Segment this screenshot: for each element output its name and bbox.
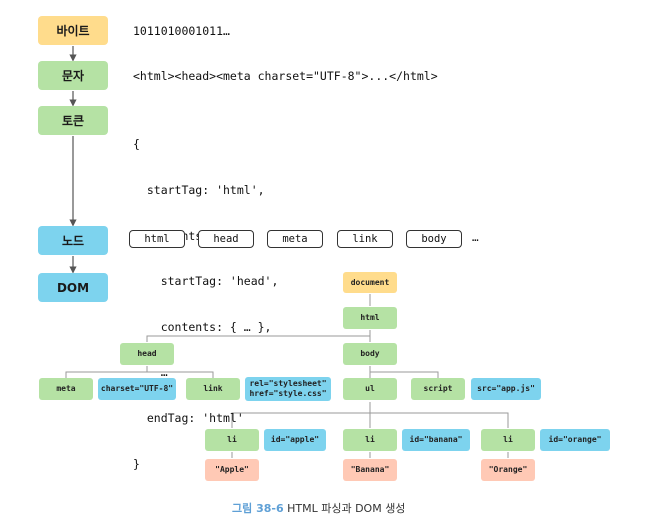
tree-node-body: body xyxy=(343,343,397,365)
tree-node-link: link xyxy=(186,378,240,400)
tree-node-meta: meta xyxy=(39,378,93,400)
figure-caption: 그림 38-6 HTML 파싱과 DOM 생성 xyxy=(232,500,405,516)
tree-attr-li-orange: id="orange" xyxy=(540,429,610,451)
token-line: contents: { … }, xyxy=(133,319,272,334)
node-ellipsis: … xyxy=(472,231,479,244)
tree-text-orange: "Orange" xyxy=(481,459,535,481)
token-line: { xyxy=(133,137,140,152)
token-line: } xyxy=(133,456,140,471)
node-pill-body: body xyxy=(406,230,462,248)
bytes-text: 1011010001011… xyxy=(133,24,230,38)
stage-bytes: 바이트 xyxy=(38,16,108,45)
stage-tokens: 토큰 xyxy=(38,106,108,135)
token-line: endTag: 'html' xyxy=(133,411,244,426)
characters-text: <html><head><meta charset="UTF-8">...</h… xyxy=(133,69,438,83)
node-pill-meta: meta xyxy=(267,230,323,248)
token-line: … xyxy=(133,365,168,380)
figure-title: HTML 파싱과 DOM 생성 xyxy=(287,502,406,515)
tree-node-document: document xyxy=(343,272,397,293)
tree-attr-link: rel="stylesheet" href="style.css" xyxy=(245,377,331,401)
tree-node-script: script xyxy=(411,378,465,400)
tree-node-ul: ul xyxy=(343,378,397,400)
tree-node-li-orange: li xyxy=(481,429,535,451)
tree-attr-meta-charset: charset="UTF-8" xyxy=(98,378,176,400)
node-pill-link: link xyxy=(337,230,393,248)
token-line: startTag: 'html', xyxy=(133,183,265,198)
tree-text-apple: "Apple" xyxy=(205,459,259,481)
token-line: startTag: 'head', xyxy=(133,274,279,289)
tree-text-banana: "Banana" xyxy=(343,459,397,481)
node-pill-head: head xyxy=(198,230,254,248)
tree-attr-li-apple: id="apple" xyxy=(264,429,326,451)
tree-attr-script-src: src="app.js" xyxy=(471,378,541,400)
node-pill-html: html xyxy=(129,230,185,248)
figure-number: 그림 38-6 xyxy=(232,502,284,515)
stage-dom: DOM xyxy=(38,273,108,302)
tree-node-head: head xyxy=(120,343,174,365)
stage-characters: 문자 xyxy=(38,61,108,90)
stage-nodes: 노드 xyxy=(38,226,108,255)
tree-node-li-apple: li xyxy=(205,429,259,451)
tree-attr-li-banana: id="banana" xyxy=(402,429,470,451)
tree-node-li-banana: li xyxy=(343,429,397,451)
tree-node-html: html xyxy=(343,307,397,329)
